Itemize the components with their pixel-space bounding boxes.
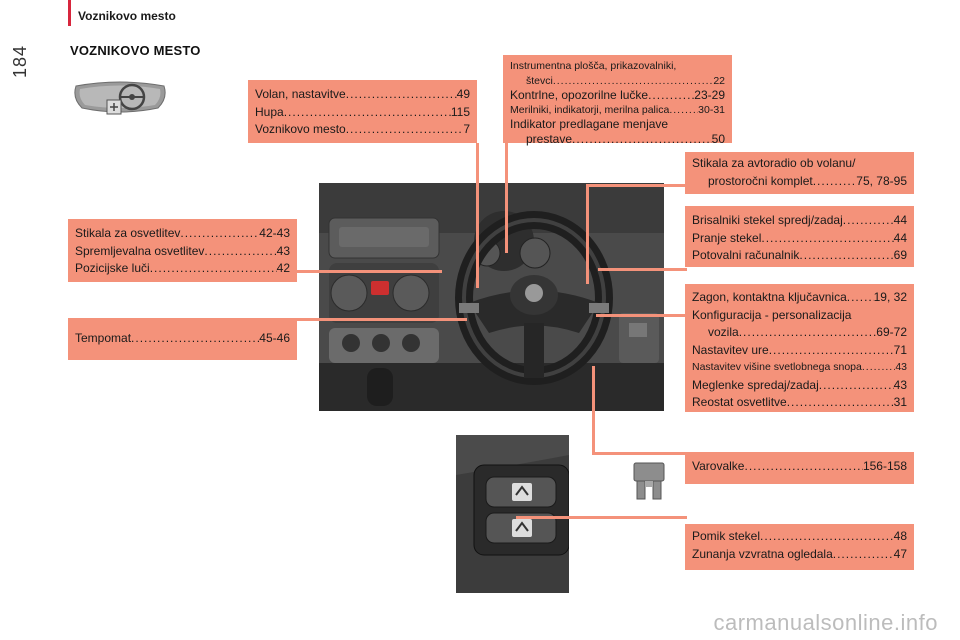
- connector-fuses-h: [592, 452, 687, 455]
- connector-ignition: [596, 314, 687, 317]
- index-entry: Brisalniki stekel spredj/zadaj44: [692, 212, 907, 230]
- index-entry: Stikala za avtoradio ob volanu/: [692, 156, 856, 170]
- index-entry: Nastavitev višine svetlobnega snopa43: [692, 359, 907, 377]
- window-switch-photo: [456, 435, 569, 593]
- index-entry: Potovalni računalnik69: [692, 247, 907, 265]
- page-number: 184: [10, 44, 30, 78]
- box-ignition: Zagon, kontaktna ključavnica19, 32 Konfi…: [685, 284, 914, 412]
- index-entry: Volan, nastavitve49: [255, 86, 470, 104]
- box-instruments: Instrumentna plošča, prikazovalniki, šte…: [503, 55, 732, 146]
- index-entry: Spremljevalna osvetlitev43: [75, 243, 290, 261]
- rearview-mirror-steering-icon: [74, 81, 166, 115]
- connector-radio-h: [586, 184, 687, 187]
- box-wipers: Brisalniki stekel spredj/zadaj44 Pranje …: [685, 206, 914, 267]
- box-radio-controls: Stikala za avtoradio ob volanu/ prostoro…: [685, 152, 914, 194]
- index-entry: prestave50: [510, 132, 725, 147]
- connector-wipers: [598, 268, 687, 271]
- index-entry: Merilniki, indikatorji, merilna palica30…: [510, 103, 725, 118]
- index-entry: Reostat osvetlitve31: [692, 394, 907, 412]
- connector-cruise: [297, 318, 467, 321]
- index-entry: Zunanja vzvratna ogledala47: [692, 546, 907, 564]
- index-entry: Hupa115: [255, 104, 470, 122]
- index-entry: Zagon, kontaktna ključavnica19, 32: [692, 289, 907, 307]
- box-lights: Stikala za osvetlitev42-43 Spremljevalna…: [68, 219, 297, 282]
- connector-windows: [516, 516, 687, 519]
- connector-radio-v: [586, 184, 589, 284]
- page-title: VOZNIKOVO MESTO: [70, 43, 201, 58]
- index-entry: Konfiguracija - personalizacija: [692, 307, 852, 322]
- box-steering: Volan, nastavitve49 Hupa115 Voznikovo me…: [248, 80, 477, 143]
- index-entry: Stikala za osvetlitev42-43: [75, 225, 290, 243]
- index-entry: Meglenke spredaj/zadaj43: [692, 377, 907, 395]
- box-windows: Pomik stekel48 Zunanja vzvratna ogledala…: [685, 524, 914, 570]
- connector-fuses-v: [592, 366, 595, 454]
- index-entry: Voznikovo mesto7: [255, 121, 470, 139]
- section-header: Voznikovo mesto: [78, 9, 176, 23]
- index-entry: Varovalke156-158: [692, 458, 907, 476]
- fuse-icon: [633, 462, 665, 500]
- index-entry: Pozicijske luči42: [75, 260, 290, 278]
- box-fuses: Varovalke156-158: [685, 452, 914, 484]
- index-entry: Nastavitev ure71: [692, 342, 907, 360]
- index-entry: Indikator predlagane menjave: [510, 117, 669, 131]
- connector-lights: [297, 270, 442, 273]
- index-entry: Instrumentna plošča, prikazovalniki,: [510, 60, 677, 72]
- box-cruise-control: Tempomat45-46: [68, 318, 297, 360]
- index-entry: vozila69-72: [692, 324, 907, 342]
- index-entry: prostoročni komplet75, 78-95: [692, 173, 907, 191]
- header-accent-bar: [68, 0, 71, 26]
- index-entry: Kontrlne, opozorilne lučke23-29: [510, 88, 725, 103]
- index-entry: števci22: [510, 74, 725, 89]
- connector-instruments: [505, 123, 508, 253]
- connector-steering: [476, 143, 479, 288]
- index-entry: Pomik stekel48: [692, 528, 907, 546]
- index-entry: Pranje stekel44: [692, 230, 907, 248]
- watermark: carmanualsonline.info: [713, 610, 938, 635]
- dashboard-photo: [319, 183, 664, 411]
- index-entry: Tempomat45-46: [75, 330, 290, 348]
